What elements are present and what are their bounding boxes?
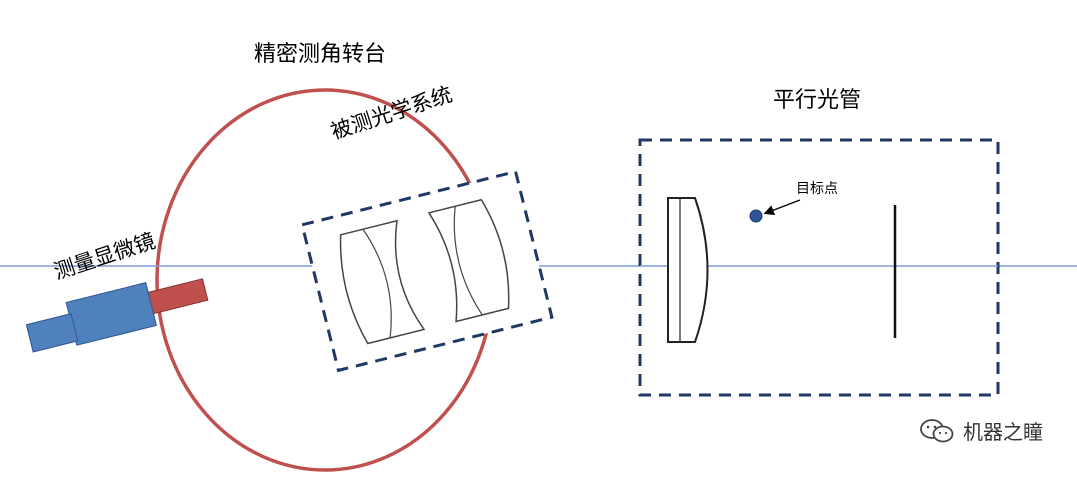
microscope-body bbox=[65, 282, 157, 346]
collimator-label: 平行光管 bbox=[773, 88, 862, 113]
lens-left bbox=[339, 219, 426, 345]
system-dashed-box bbox=[300, 169, 554, 373]
lens-right bbox=[427, 198, 510, 323]
target-arrow bbox=[763, 199, 801, 216]
collimator-lens bbox=[667, 197, 709, 343]
microscope-red-tube bbox=[143, 278, 209, 316]
measuring-microscope bbox=[25, 278, 209, 353]
microscope-eyepiece bbox=[25, 313, 79, 353]
wechat-icon bbox=[920, 418, 954, 442]
optical-system-under-test bbox=[300, 169, 554, 373]
turntable-label: 精密测角转台 bbox=[254, 42, 387, 67]
watermark-text: 机器之瞳 bbox=[963, 420, 1043, 444]
collimator-dashed-box bbox=[638, 138, 1000, 397]
target-point-label: 目标点 bbox=[796, 181, 838, 197]
target-dot bbox=[749, 209, 763, 223]
watermark: 机器之瞳 bbox=[919, 416, 1043, 445]
